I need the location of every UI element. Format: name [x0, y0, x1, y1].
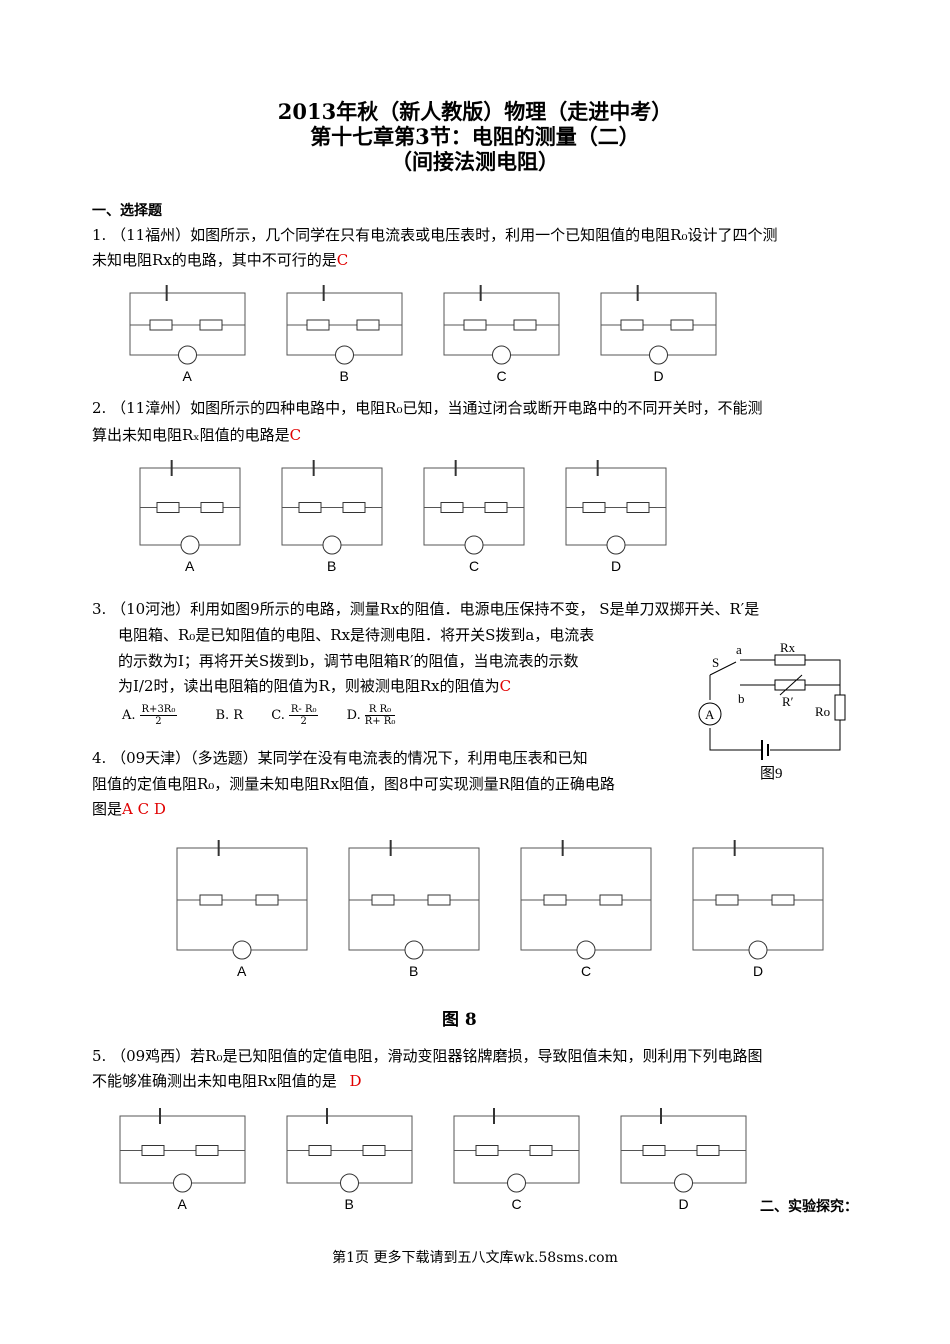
q4-text-2: 阻值的定值电阻R₀，测量未知电阻Rx阻值，图8中可实现测量R阻值的正确电路: [92, 775, 615, 793]
page-footer: 第1页 更多下载请到五八文库wk.58sms.com: [332, 1250, 618, 1266]
circuit-diagram-A: A: [129, 285, 246, 384]
circuit-label: A: [178, 1196, 188, 1212]
q3-text-4: 为I/2时，读出电阻箱的阻值为R，则被测电阻Rx的阻值为C: [118, 677, 512, 695]
q4-answer: A C D: [122, 800, 166, 818]
circuit-label: D: [654, 368, 664, 384]
circuit-label: D: [611, 558, 621, 574]
r0-label: Ro: [815, 704, 830, 719]
title-line-1: 2013年秋（新人教版）物理（走进中考）: [277, 99, 673, 124]
circuit-label: B: [340, 368, 349, 384]
title-line-2: 第十七章第3节：电阻的测量（二）: [310, 124, 640, 149]
circuit-label: B: [409, 963, 418, 979]
q3-text-1: 3. （10河池）利用如图9所示的电路，测量Rx的阻值．电源电压保持不变， S是…: [92, 600, 760, 618]
circuit-diagram-B: B: [286, 1108, 413, 1212]
q5-answer: D: [349, 1072, 362, 1090]
rbox-label: R′: [782, 694, 794, 709]
circuit-diagram-B: B: [348, 840, 480, 979]
q4-text-1: 4. （09天津）（多选题）某同学在没有电流表的情况下，利用电压表和已知: [92, 749, 588, 767]
circuit-diagram-C: C: [520, 840, 652, 979]
circuit-label: C: [497, 368, 507, 384]
circuit-label: C: [512, 1196, 522, 1212]
circuit-diagram-A: A: [176, 840, 308, 979]
q2-circuit-figures: A B C D: [135, 460, 703, 581]
q2-text-1: 2. （11漳州）如图所示的四种电路中，电阻R₀已知，当通过闭合或断开电路中的不…: [92, 399, 763, 417]
circuit-label: B: [345, 1196, 354, 1212]
q2-text-2: 算出未知电阻Rₓ阻值的电路是C: [92, 426, 302, 444]
circuit-diagram-A: A: [139, 460, 241, 574]
figure-9-circuit: A S a b Rx R′ Ro 图9: [690, 640, 860, 794]
circuit-diagram-D: D: [565, 460, 667, 574]
circuit-diagram-C: C: [453, 1108, 580, 1212]
circuit-label: A: [237, 963, 247, 979]
circuit-diagram-C: C: [423, 460, 525, 574]
q1-circuit-figures: A B C D: [125, 285, 753, 391]
circuit-diagram-A: A: [119, 1108, 246, 1212]
figure-9-caption: 图9: [760, 765, 783, 782]
circuit-diagram-B: B: [286, 285, 403, 384]
q1-text-1: 1. （11福州）如图所示，几个同学在只有电流表或电压表时，利用一个已知阻值的电…: [92, 226, 778, 244]
circuit-diagram-D: D: [620, 1108, 747, 1212]
q5-text-2: 不能够准确测出未知电阻Rx阻值的是 D: [92, 1072, 362, 1090]
circuit-label: C: [469, 558, 479, 574]
q3-answer: C: [499, 677, 512, 695]
section-heading-experiment: 二、实验探究：: [760, 1199, 858, 1215]
q4-text-3: 图是A C D: [92, 800, 166, 818]
figure-8-caption: 图 8: [442, 1010, 477, 1030]
section-heading-choice: 一、选择题: [92, 203, 162, 219]
circuit-label: B: [327, 558, 336, 574]
circuit-label: A: [183, 368, 193, 384]
q2-answer: C: [289, 426, 302, 444]
circuit-label: A: [185, 558, 195, 574]
circuit-diagram-B: B: [281, 460, 383, 574]
terminal-b-label: b: [738, 691, 745, 706]
figure-8-circuits: A B C D: [172, 840, 860, 986]
q1-answer: C: [336, 251, 349, 269]
switch-label: S: [712, 655, 719, 670]
q3-text-2: 电阻箱、R₀是已知阻值的电阻、Rx是待测电阻．将开关S拨到a，电流表: [118, 626, 595, 644]
q5-circuit-figures: A B C D: [115, 1108, 783, 1219]
circuit-diagram-C: C: [443, 285, 560, 384]
circuit-diagram-D: D: [692, 840, 824, 979]
q3-text-3: 的示数为I；再将开关S拨到b，调节电阻箱R′的阻值，当电流表的示数: [118, 652, 579, 670]
title-line-3: （间接法测电阻）: [391, 149, 559, 174]
q1-text-2: 未知电阻Rx的电路，其中不可行的是C: [92, 251, 349, 269]
terminal-a-label: a: [736, 642, 742, 657]
circuit-label: C: [581, 963, 591, 979]
circuit-diagram-D: D: [600, 285, 717, 384]
circuit-label: D: [753, 963, 763, 979]
q5-text-1: 5. （09鸡西）若R₀是已知阻值的定值电阻，滑动变阻器铭牌磨损，导致阻值未知，…: [92, 1047, 763, 1065]
rx-label: Rx: [780, 640, 796, 655]
ammeter-label: A: [705, 707, 715, 722]
circuit-label: D: [679, 1196, 689, 1212]
